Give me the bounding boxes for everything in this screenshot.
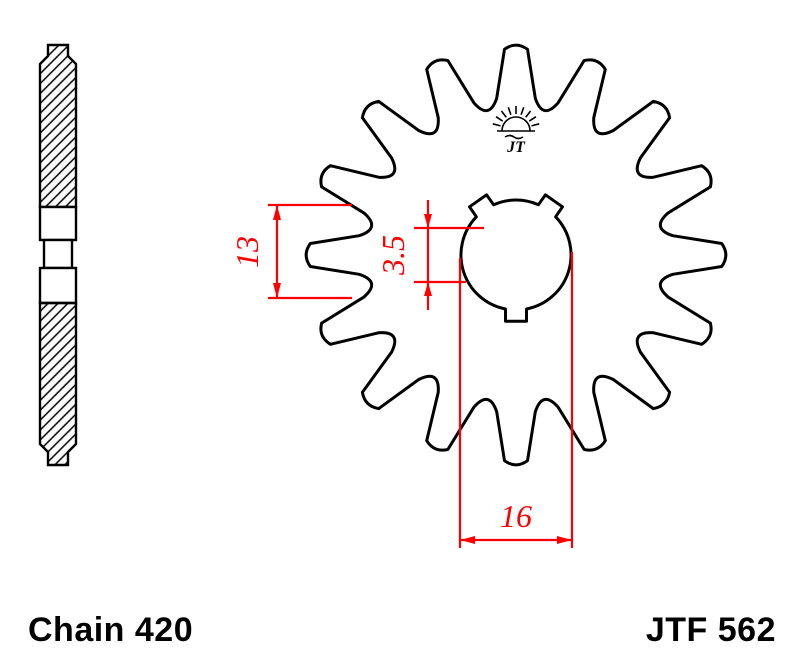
sun-ray [492,123,501,127]
side-view-upper-section [38,43,78,209]
sun-ray [500,110,507,118]
dim-35-arrow-bottom [424,282,432,296]
sun-ray [507,107,512,116]
front-view: JT [304,43,728,467]
dim-16: 16 [458,252,574,548]
logo-baseline [497,130,535,140]
part-number-label: JTF 562 [645,611,776,649]
logo-text: JT [506,139,526,156]
dim-13-text: 13 [229,236,265,268]
dim-13-arrow-down [273,283,281,298]
dim-16-arrow-right [557,536,572,544]
sun-rays-icon [492,106,540,127]
sun-ray [495,116,504,122]
dim-35-text: 3.5 [375,235,411,276]
chain-size-label: Chain 420 [28,611,194,649]
side-view [38,43,78,467]
sun-ray [520,107,525,116]
sun-dome-icon [501,116,531,132]
sun-ray [531,123,540,127]
spline-bore [459,193,573,323]
dim-16-arrow-left [460,536,475,544]
side-view-lower-section [38,301,78,467]
dimension-annotations: 13 3.5 16 [229,200,574,548]
side-view-bore-section [42,238,74,270]
dim-3-5: 3.5 [375,200,484,310]
dim-35-arrow-top [424,214,432,228]
side-view-hub-lower [38,266,78,305]
dim-13-arrow-up [273,205,281,220]
jt-logo: JT [492,106,540,156]
sun-ray [528,116,537,122]
dim-16-text: 16 [500,498,532,534]
dim-13: 13 [229,203,352,300]
sun-ray [525,110,532,118]
side-view-hub-upper [38,205,78,242]
